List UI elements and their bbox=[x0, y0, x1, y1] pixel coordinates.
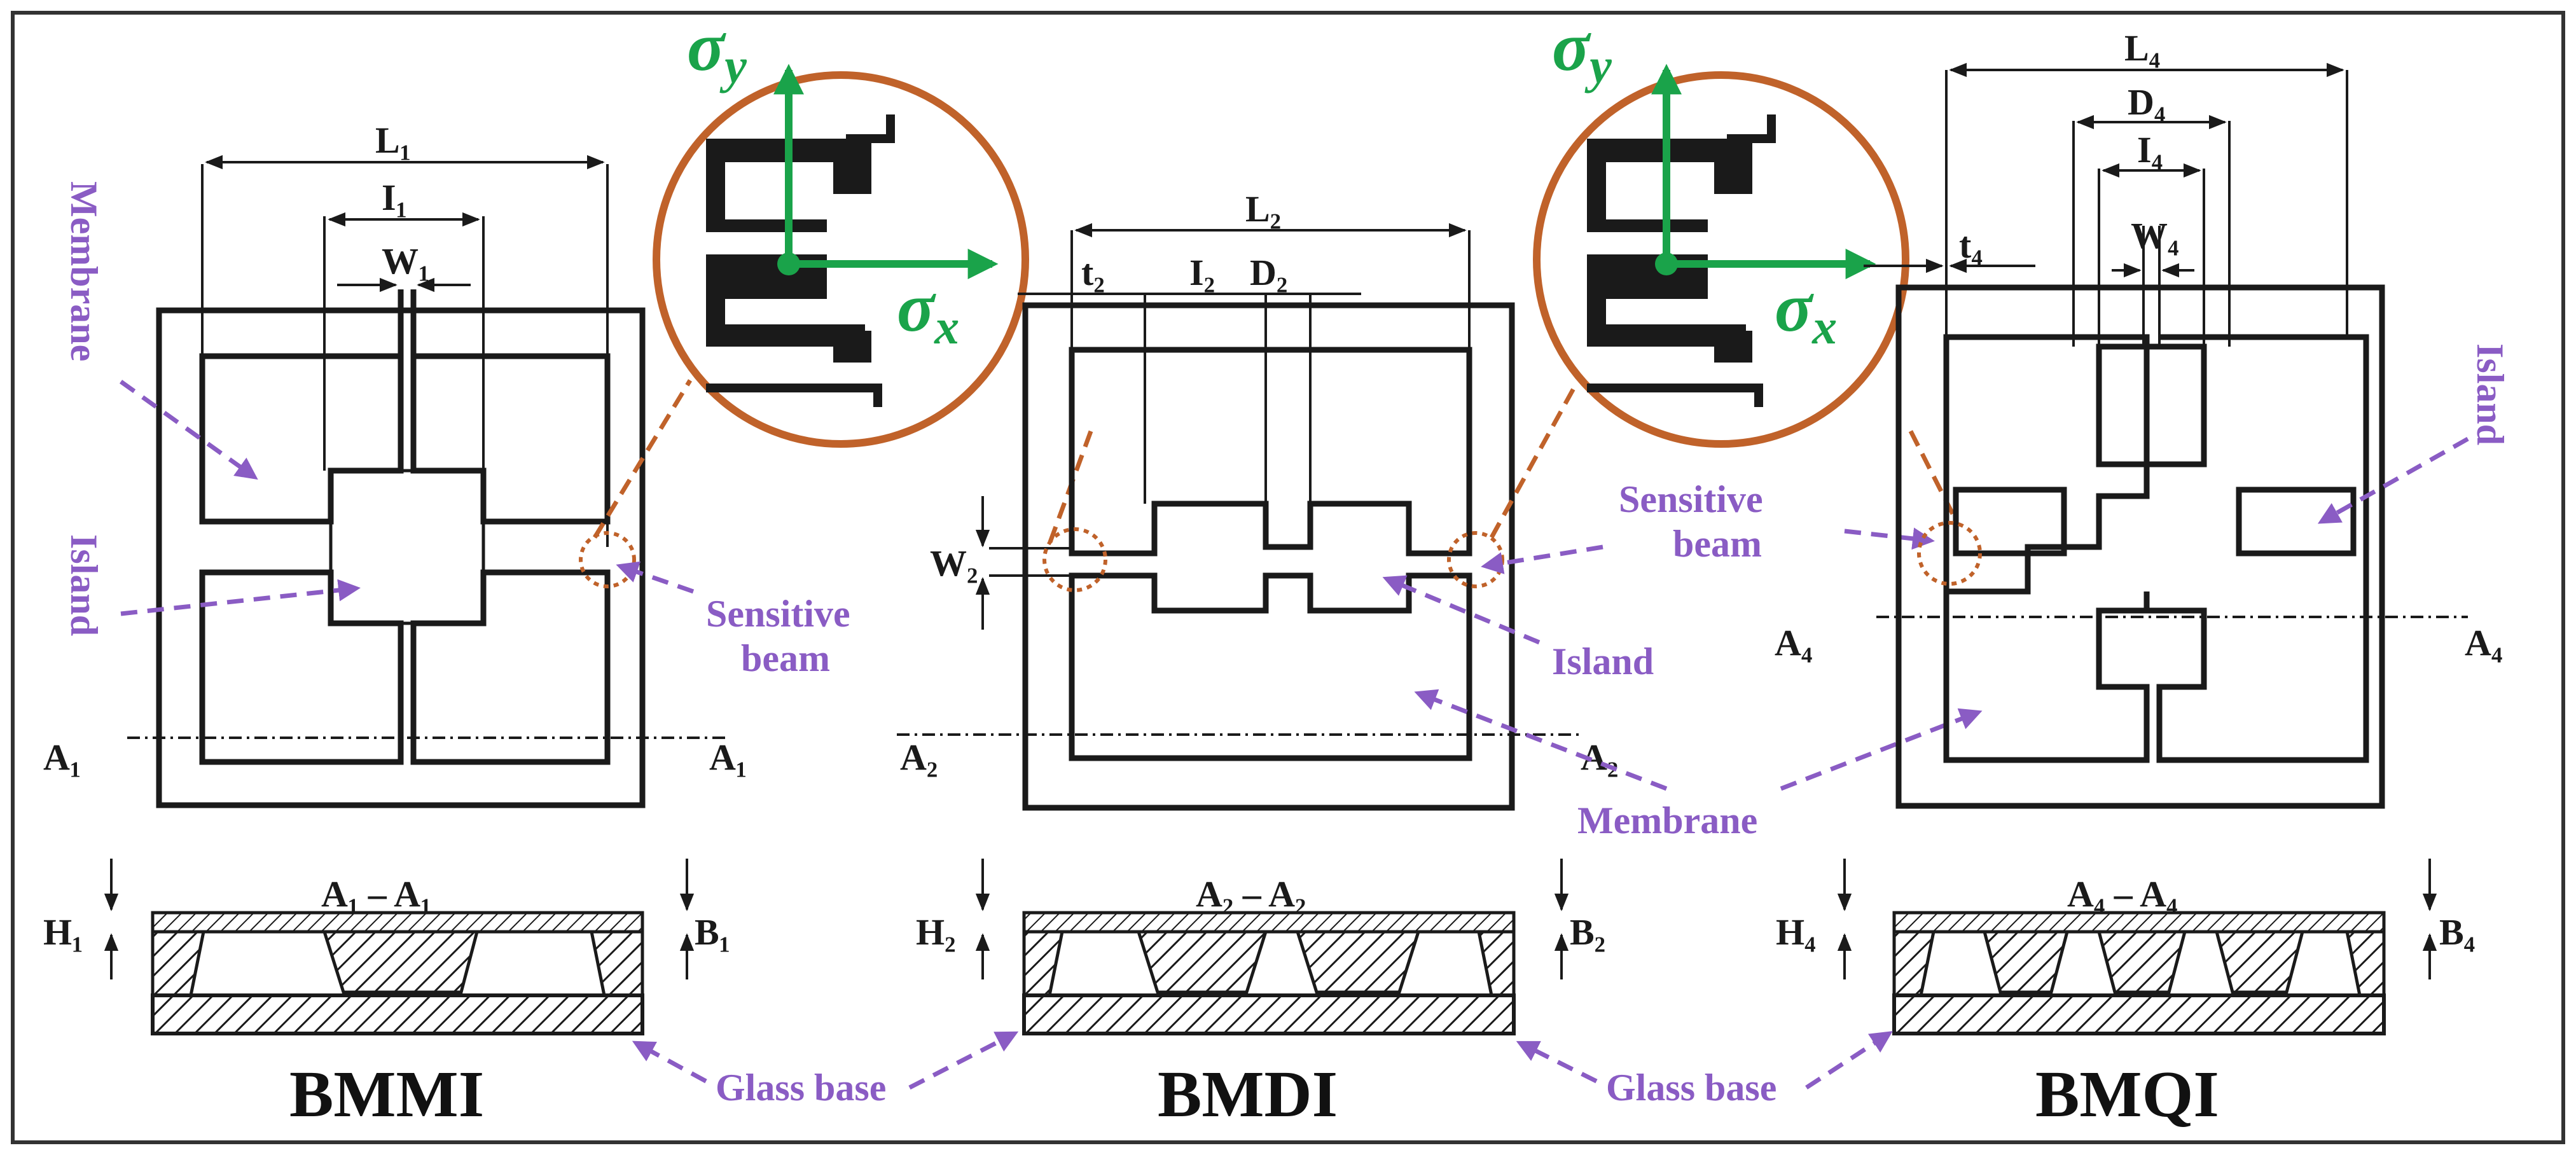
glass-base-label-right: Glass base bbox=[1606, 1067, 1776, 1109]
zoom2-sigma-x: σx bbox=[1775, 268, 1837, 354]
zoom-circle-1 bbox=[653, 64, 1029, 448]
bmqi-dim-H: H₄ bbox=[1776, 911, 1816, 953]
bmmi-top-view bbox=[127, 155, 725, 808]
bmdi-beam-marker-left bbox=[1042, 527, 1107, 592]
bmmi-tag-left: A₁ bbox=[43, 737, 81, 778]
island-arrow-right bbox=[2317, 436, 2469, 524]
island-arrow-center bbox=[1382, 575, 1541, 645]
bmdi-title: BMDI bbox=[1158, 1058, 1338, 1131]
glass-base-arrow-left-back bbox=[632, 1041, 707, 1084]
bmdi-section-label: A₂ – A₂ bbox=[1196, 873, 1306, 915]
bmmi-section-label: A₁ – A₁ bbox=[321, 873, 431, 915]
bmdi-dim-L: L₂ bbox=[1245, 188, 1281, 230]
bmmi-dim-W: W₁ bbox=[382, 240, 429, 282]
bmqi-tag-left: A₄ bbox=[1775, 622, 1812, 663]
bmmi-dim-I: I₁ bbox=[382, 177, 407, 218]
membrane-arrow-center bbox=[1414, 689, 1668, 791]
bmqi-dim-L: L₄ bbox=[2124, 27, 2160, 69]
island-label-center: Island bbox=[1552, 640, 1654, 682]
zoom1-connector-left bbox=[593, 379, 692, 539]
bmdi-dim-D: D₂ bbox=[1250, 252, 1287, 293]
bmqi-dim-t: t₄ bbox=[1959, 225, 1983, 266]
sensitive-beam-label-left-2: beam bbox=[741, 637, 830, 679]
beam-arrow-center-right bbox=[1844, 527, 1935, 550]
bmdi-top-view bbox=[897, 223, 1584, 811]
bmqi-dim-W: W₄ bbox=[2131, 215, 2178, 256]
sensitive-beam-label-left-1: Sensitive bbox=[706, 593, 850, 635]
zoom1-sigma-x: σx bbox=[897, 268, 959, 354]
zoom2-connector-left bbox=[1489, 380, 1580, 539]
bmqi-tag-right: A₄ bbox=[2465, 622, 2502, 663]
sensitive-beam-label-center-2: beam bbox=[1673, 523, 1762, 565]
bmmi-beam-marker bbox=[579, 531, 636, 588]
glass-base-arrow-right-back bbox=[1516, 1041, 1598, 1084]
bmmi-dim-H: H₁ bbox=[43, 911, 83, 953]
bmdi-dim-H: H₂ bbox=[916, 911, 956, 953]
bmmi-dim-B: B₁ bbox=[695, 911, 730, 953]
zoom2-sigma-y: σy bbox=[1552, 8, 1612, 93]
island-arrow-left bbox=[120, 579, 361, 616]
bmqi-top-view bbox=[1864, 62, 2468, 809]
bmqi-title: BMQI bbox=[2035, 1058, 2219, 1131]
bmqi-cross-section bbox=[1837, 859, 2437, 1035]
island-label-vertical-left: Island bbox=[63, 534, 105, 636]
bmdi-dim-B: B₂ bbox=[1570, 911, 1605, 953]
bmdi-beam-marker-right bbox=[1447, 531, 1504, 588]
zoom1-sigma-y: σy bbox=[687, 8, 747, 93]
figure-border bbox=[11, 11, 2565, 1144]
membrane-arrow-left bbox=[119, 380, 258, 480]
bmmi-dim-L: L₁ bbox=[375, 120, 411, 161]
bmqi-dim-D: D₄ bbox=[2128, 81, 2165, 123]
bmqi-dim-I: I₄ bbox=[2137, 129, 2163, 170]
membrane-label-vertical: Membrane bbox=[63, 181, 105, 361]
bmdi-tag-left: A₂ bbox=[900, 737, 938, 778]
membrane-label-center: Membrane bbox=[1577, 799, 1757, 841]
glass-base-arrow-left bbox=[908, 1031, 1019, 1090]
bmmi-cross-section bbox=[104, 859, 695, 1035]
bmmi-tag-right: A₁ bbox=[709, 737, 747, 778]
glass-base-label-left: Glass base bbox=[716, 1067, 886, 1109]
bmdi-dim-t: t₂ bbox=[1081, 252, 1105, 293]
bmdi-dim-W: W₂ bbox=[930, 543, 978, 584]
beam-arrow-center-left bbox=[1481, 544, 1603, 574]
beam-arrow-left bbox=[616, 561, 695, 594]
island-label-vertical-right: Island bbox=[2469, 343, 2511, 445]
bmqi-dim-B: B₄ bbox=[2439, 911, 2475, 953]
bmdi-dim-I: I₂ bbox=[1189, 252, 1215, 293]
bmqi-section-label: A₄ – A₄ bbox=[2067, 873, 2177, 915]
bmmi-title: BMMI bbox=[289, 1058, 484, 1131]
zoom-circle-2 bbox=[1533, 64, 1909, 448]
bmqi-beam-marker bbox=[1917, 521, 1982, 586]
glass-base-arrow-right bbox=[1805, 1031, 1893, 1089]
sensitive-beam-label-center-1: Sensitive bbox=[1619, 478, 1763, 520]
bmdi-cross-section bbox=[975, 859, 1569, 1035]
